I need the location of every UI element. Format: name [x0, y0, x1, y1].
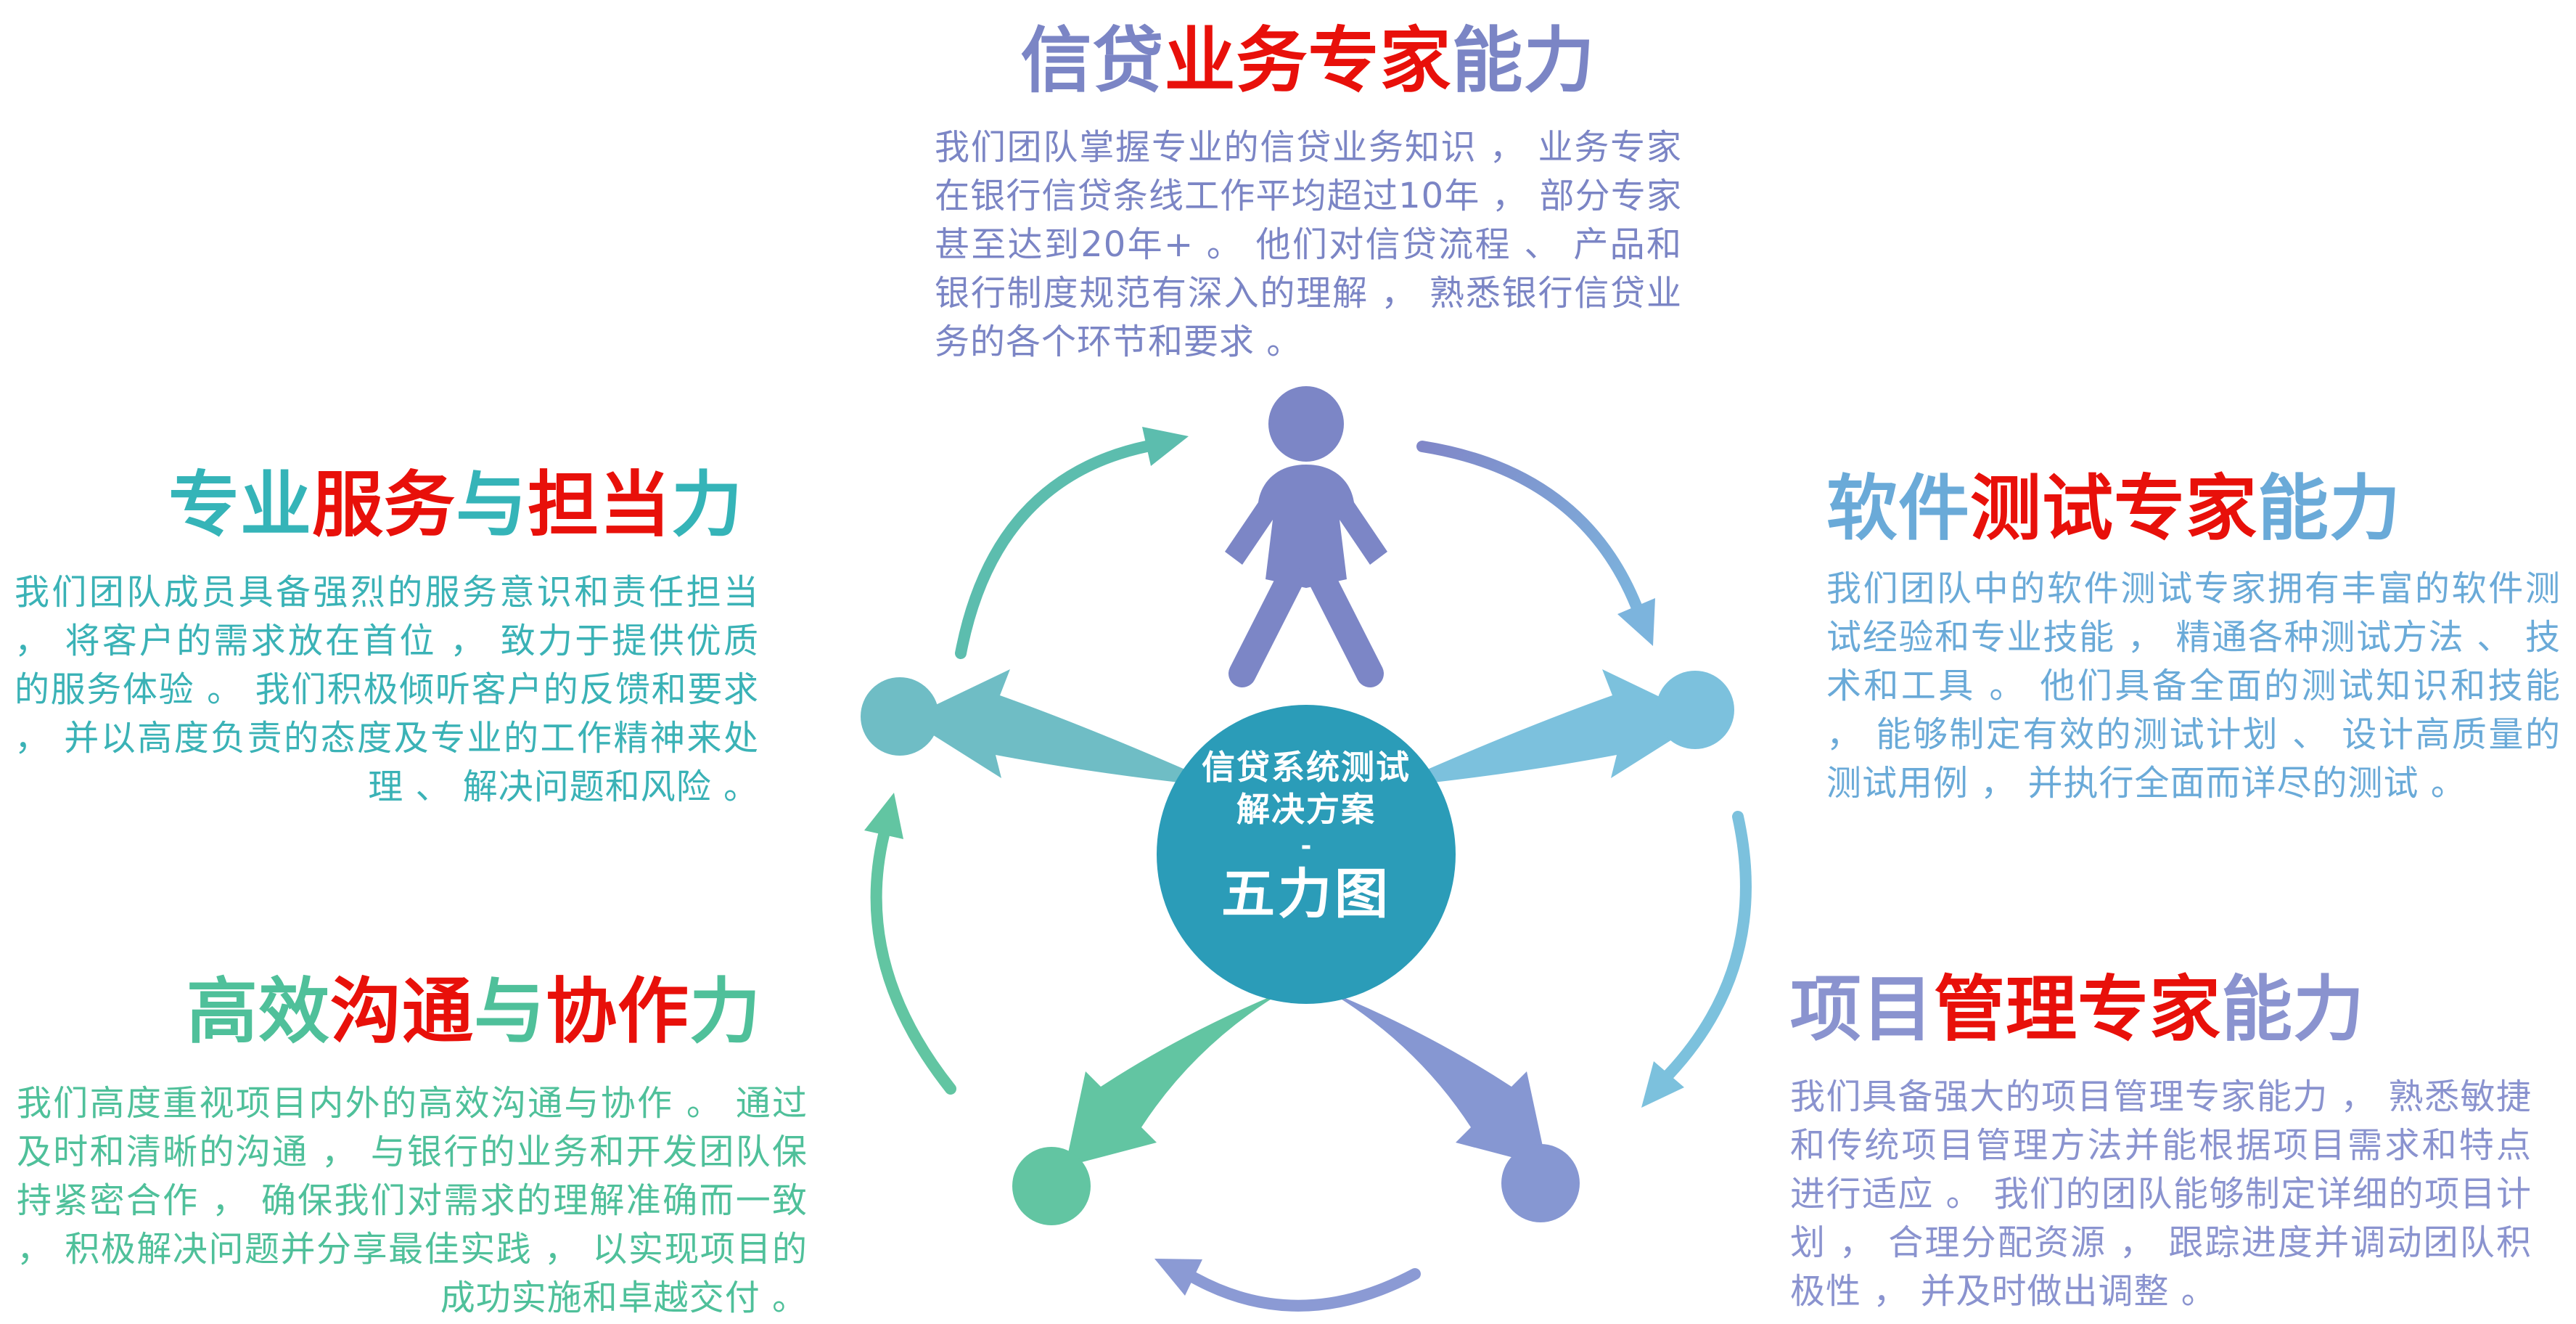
section-body: 我们团队中的软件测试专家拥有丰富的软件测试经验和专业技能 ， 精通各种测试方法 … — [1826, 568, 2561, 804]
section-title: 高效沟通与协作力 — [78, 971, 869, 1053]
title-segment: 与 — [473, 970, 546, 1053]
title-segment: 能力 — [1451, 20, 1596, 102]
section-project-management: 项目管理专家能力 我们具备强大的项目管理专家能力 ， 熟悉敏捷和传统项目管理方法… — [1790, 969, 2532, 1316]
section-body: 我们高度重视项目内外的高效沟通与协作 。 通过及时和清晰的沟通 ， 与银行的业务… — [17, 1083, 808, 1318]
section-body: 我们具备强大的项目管理专家能力 ， 熟悉敏捷和传统项目管理方法并能根据项目需求和… — [1790, 1076, 2532, 1312]
title-segment: 信贷 — [1020, 20, 1165, 102]
swoosh-arrow-left — [907, 669, 1226, 788]
section-communication-collaboration: 高效沟通与协作力 我们高度重视项目内外的高效沟通与协作 。 通过及时和清晰的沟通… — [17, 971, 808, 1323]
cycle-arrowhead-to-left — [864, 793, 903, 839]
title-segment: 专业 — [168, 464, 312, 547]
section-title: 专业服务与担当力 — [83, 465, 828, 546]
swoosh-arrow-right — [1386, 669, 1705, 788]
title-segment: 能力 — [2221, 968, 2366, 1051]
title-segment: 力 — [671, 464, 744, 547]
swoosh-arrow-bottom-left — [1065, 991, 1284, 1166]
person-leg-right — [1308, 565, 1384, 687]
section-title: 信贷业务专家能力 — [929, 20, 1687, 102]
title-segment: 测试专家 — [1970, 467, 2258, 550]
section-title: 项目管理专家能力 — [1790, 969, 2532, 1050]
title-segment: 高效 — [186, 970, 330, 1053]
cycle-arrowhead-to-bottom-left — [1154, 1259, 1202, 1296]
cycle-arc-right-to-bottom-right — [1663, 811, 1752, 1080]
title-segment: 沟通 — [329, 970, 474, 1053]
title-segment: 协作 — [546, 970, 690, 1053]
center-big-title: 五力图 — [1221, 863, 1391, 925]
node-dot-left — [861, 677, 939, 756]
title-segment: 服务 — [311, 464, 456, 547]
section-title: 软件测试专家能力 — [1826, 468, 2561, 549]
cycle-arc-bottom-right-to-bottom-left — [1188, 1268, 1421, 1312]
title-segment: 力 — [689, 970, 762, 1053]
person-head — [1268, 386, 1344, 462]
node-dot-right — [1656, 671, 1734, 749]
title-segment: 项目 — [1790, 968, 1935, 1051]
title-segment: 管理专家 — [1934, 968, 2222, 1051]
cycle-arc-bottom-left-to-left — [870, 829, 956, 1095]
cycle-arrowhead-to-right — [1617, 598, 1655, 646]
section-service-responsibility: 专业服务与担当力 我们团队成员具备强烈的服务意识和责任担当 ， 将客户的需求放在… — [15, 465, 759, 812]
section-credit-expertise: 信贷业务专家能力 我们团队掌握专业的信贷业务知识 ， 业务专家在银行信贷条线工作… — [929, 20, 1687, 367]
center-line2: 解决方案 — [1236, 790, 1376, 829]
title-segment: 与 — [455, 464, 528, 547]
title-segment: 能力 — [2257, 467, 2402, 550]
section-software-testing: 软件测试专家能力 我们团队中的软件测试专家拥有丰富的软件测试经验和专业技能 ， … — [1826, 468, 2561, 808]
node-dot-bottom-right — [1501, 1144, 1580, 1222]
section-body: 我们团队掌握专业的信贷业务知识 ， 业务专家在银行信贷条线工作平均超过10年 ，… — [935, 127, 1682, 362]
person-torso-arms — [1225, 465, 1387, 588]
center-circle — [1157, 705, 1456, 1004]
title-segment: 担当 — [528, 464, 672, 547]
person-icon — [1225, 386, 1387, 687]
swoosh-arrow-bottom-right — [1328, 991, 1547, 1166]
cycle-arrowhead-to-top — [1142, 427, 1189, 466]
node-dot-bottom-left — [1012, 1147, 1091, 1225]
center-line1: 信贷系统测试 — [1202, 748, 1411, 787]
title-segment: 业务专家 — [1164, 20, 1452, 102]
person-leg-left — [1228, 565, 1304, 687]
center-dash: - — [1300, 831, 1312, 861]
cycle-arrowhead-to-bottom-right — [1641, 1061, 1684, 1108]
cycle-arc-top-to-right — [1416, 441, 1642, 612]
center-label: 信贷系统测试 解决方案 - 五力图 — [1157, 746, 1455, 926]
cycle-arc-left-to-top — [955, 441, 1152, 659]
section-body: 我们团队成员具备强烈的服务意识和责任担当 ， 将客户的需求放在首位 ， 致力于提… — [15, 572, 759, 807]
title-segment: 软件 — [1826, 467, 1971, 550]
